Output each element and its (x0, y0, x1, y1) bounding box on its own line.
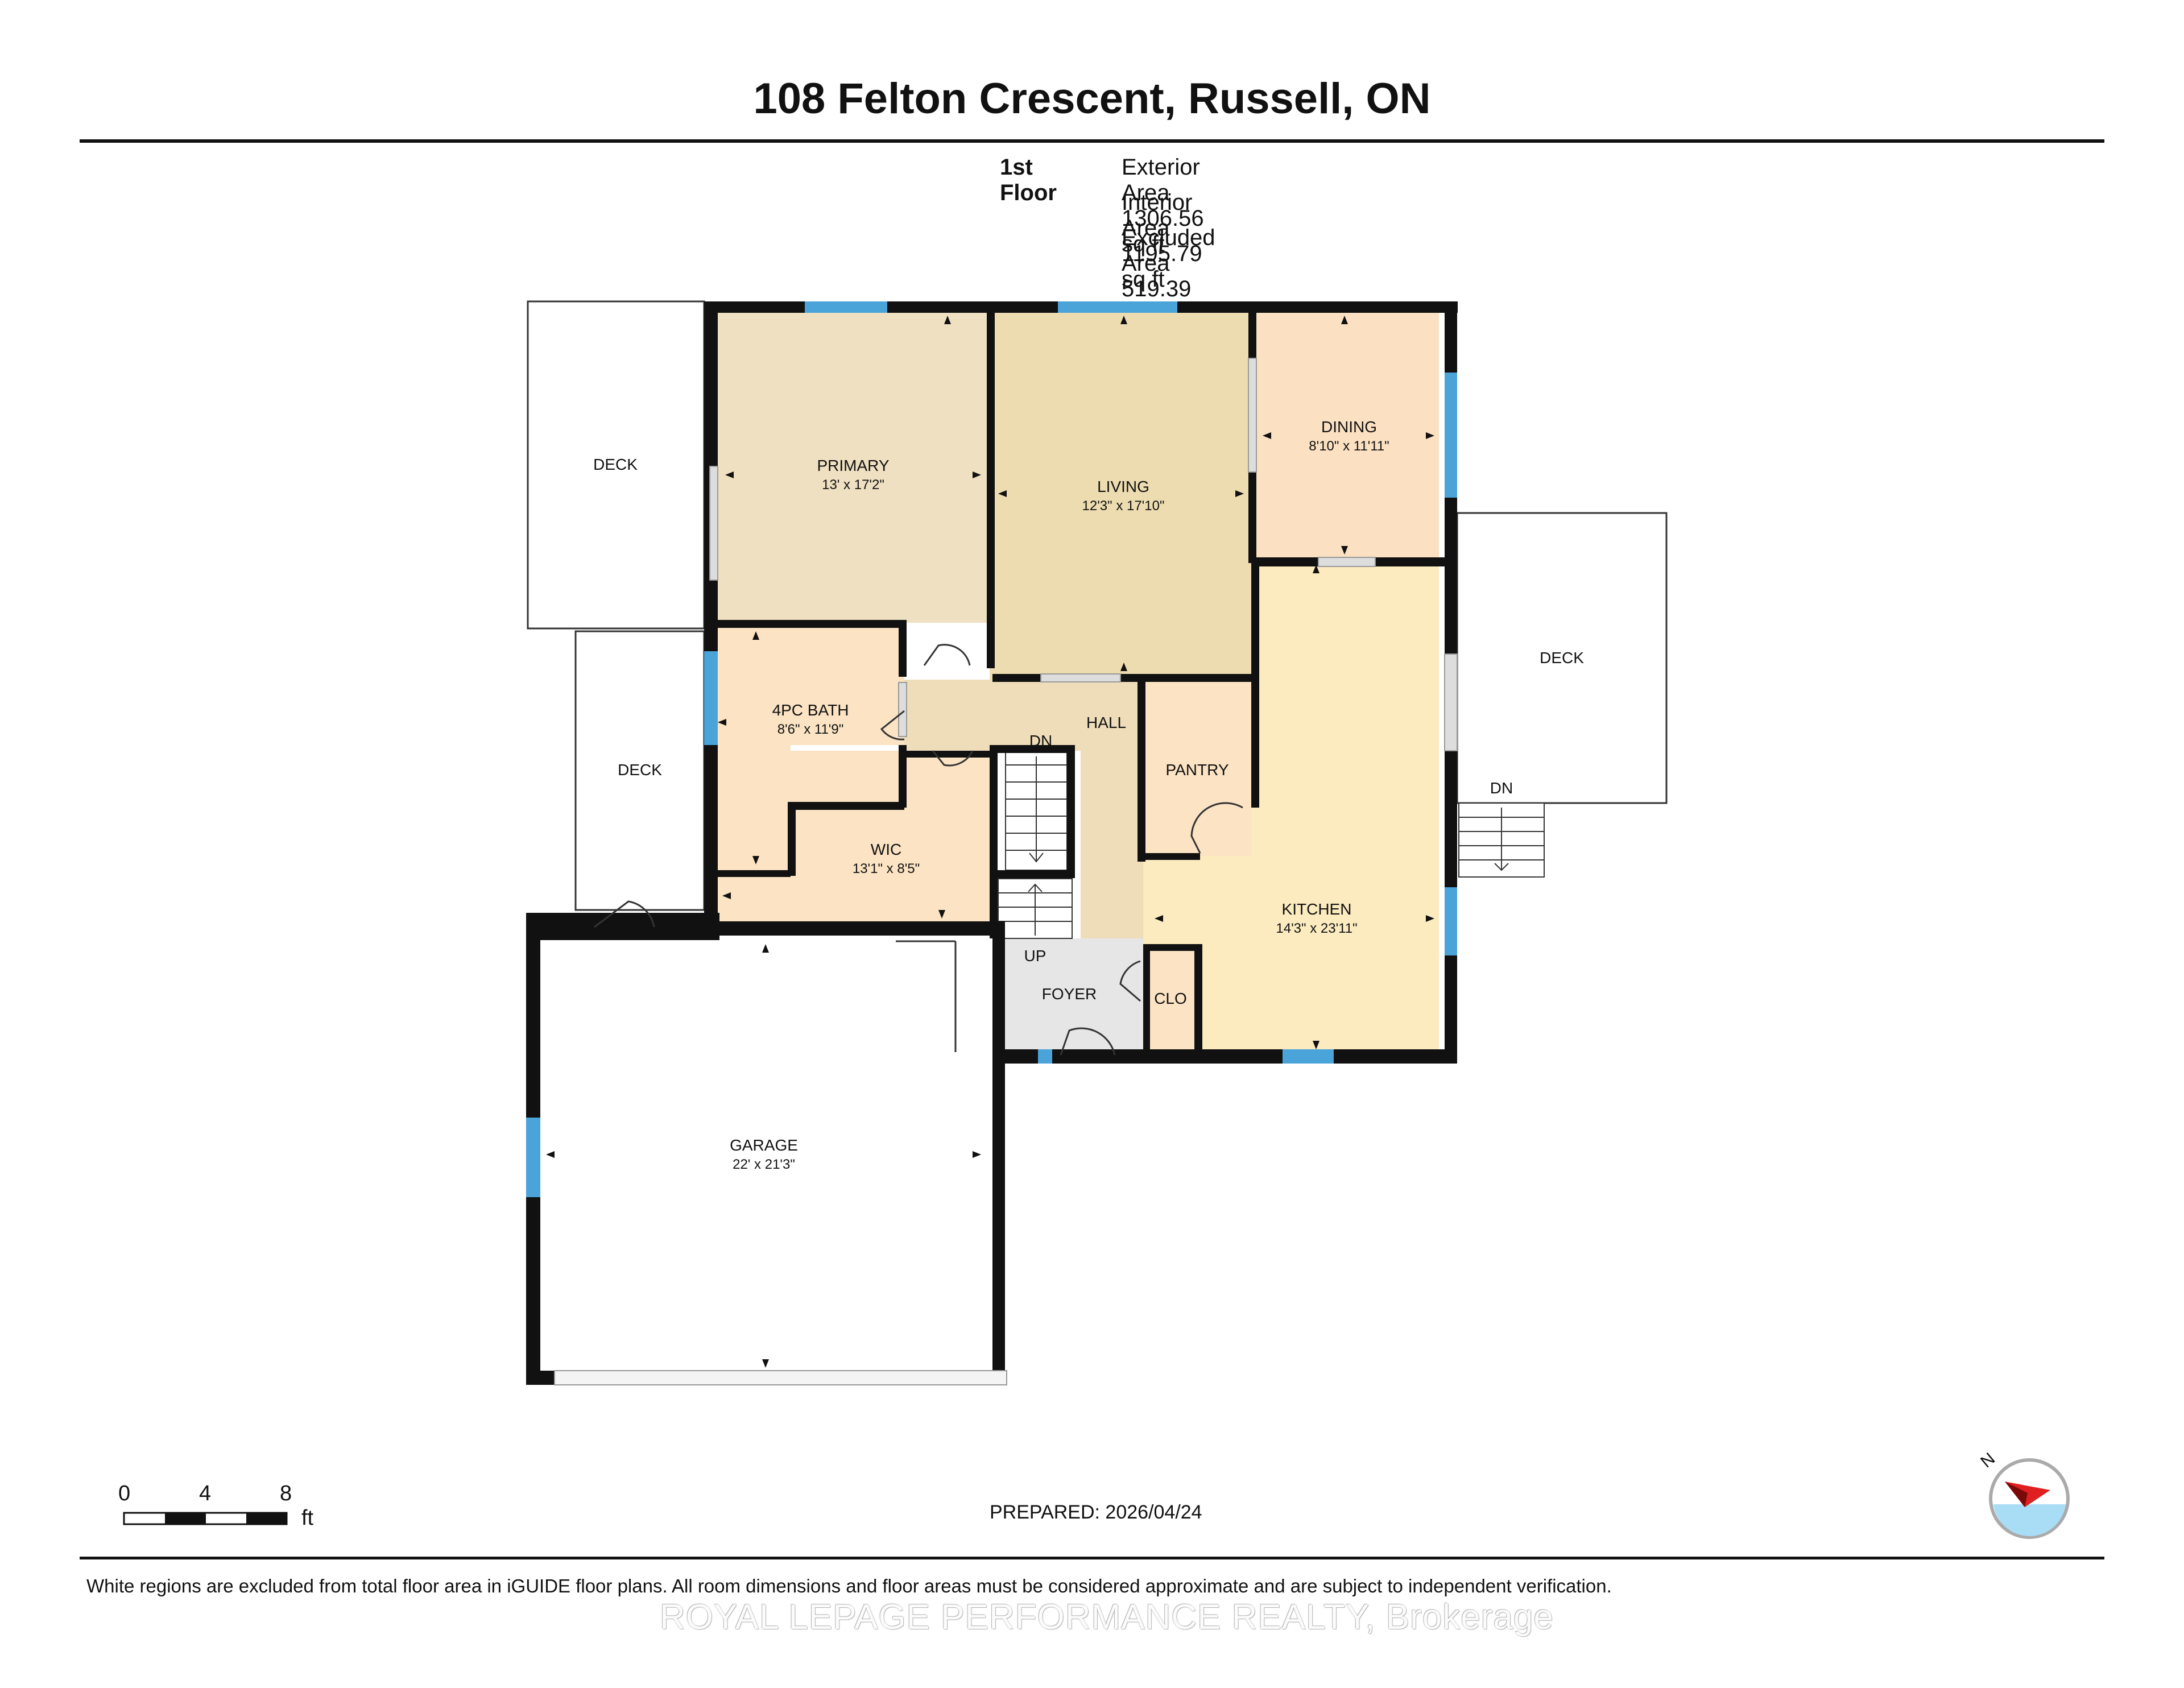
door-openings (554, 358, 1458, 1385)
scale-tick-4: 4 (199, 1482, 212, 1505)
room-hall (904, 680, 1143, 941)
stairs-up (998, 878, 1073, 939)
label-4pc-bath: 4PC BATH (772, 701, 849, 719)
label-deck-top-left: DECK (593, 456, 638, 473)
room-clo (1143, 944, 1194, 1052)
stairs-down (1005, 747, 1068, 871)
label-living: LIVING (1097, 478, 1149, 495)
title-divider (80, 139, 2104, 143)
interior-area: Interior Area 1195.79 sq ft (1122, 190, 1202, 292)
label-foyer: FOYER (1042, 985, 1097, 1003)
room-living (990, 313, 1251, 680)
prepared-date: PREPARED: 2026/04/24 (990, 1501, 1202, 1523)
walls (526, 301, 1458, 1385)
label-stairs-down: DN (1029, 732, 1052, 750)
scale-tick-8: 8 (280, 1482, 292, 1505)
label-kitchen: KITCHEN (1282, 900, 1352, 918)
label-deck-right: DECK (1540, 649, 1584, 667)
room-pantry (1143, 680, 1251, 856)
label-primary: PRIMARY (817, 457, 889, 474)
label-hall: HALL (1086, 714, 1126, 731)
floor-name: 1st Floor (1000, 155, 1057, 205)
disclaimer: White regions are excluded from total fl… (86, 1575, 1612, 1596)
label-dining: DINING (1321, 418, 1377, 436)
dim-living: 12'3" x 17'10" (1082, 498, 1165, 514)
scale-bar (123, 1512, 288, 1525)
compass-icon (1989, 1458, 2070, 1539)
room-dining (1251, 313, 1439, 563)
room-kitchen (1143, 563, 1439, 1052)
dim-primary: 13' x 17'2" (822, 477, 884, 493)
dim-4pc-bath: 8'6" x 11'9" (777, 722, 844, 737)
deck-top-left (527, 300, 705, 630)
deck-left (574, 630, 705, 911)
dim-garage: 22' x 21'3" (733, 1157, 795, 1172)
deck-stairs (1458, 802, 1545, 878)
room-4pc-bath (718, 623, 904, 876)
page-title: 108 Felton Crescent, Russell, ON (753, 75, 1431, 123)
scale-unit: ft (301, 1506, 314, 1530)
label-pantry: PANTRY (1166, 761, 1229, 779)
dim-wic: 13'1" x 8'5" (853, 861, 920, 876)
dimension-markers (546, 316, 1434, 1368)
room-wic (718, 745, 992, 921)
windows (526, 301, 1457, 1197)
dim-kitchen: 14'3" x 23'11" (1276, 921, 1357, 936)
label-stairs-up: UP (1024, 947, 1046, 965)
footer-divider (80, 1557, 2104, 1559)
dim-dining: 8'10" x 11'11" (1309, 438, 1389, 454)
label-garage: GARAGE (730, 1136, 798, 1154)
room-primary (718, 313, 990, 623)
brokerage-watermark: ROYAL LEPAGE PERFORMANCE REALTY, Brokera… (660, 1598, 1554, 1637)
deck-right (1456, 512, 1668, 804)
compass-north-label: N (1977, 1449, 1999, 1471)
label-deck-left: DECK (618, 761, 662, 779)
label-deck-stairs-down: DN (1490, 779, 1513, 797)
scale-tick-0: 0 (118, 1482, 131, 1505)
door-swings (594, 644, 1243, 1056)
exterior-area: Exterior Area 1306.56 sq ft (1122, 155, 1204, 256)
label-wic: WIC (871, 841, 901, 858)
label-clo: CLO (1154, 990, 1187, 1007)
room-garage (535, 927, 992, 1371)
